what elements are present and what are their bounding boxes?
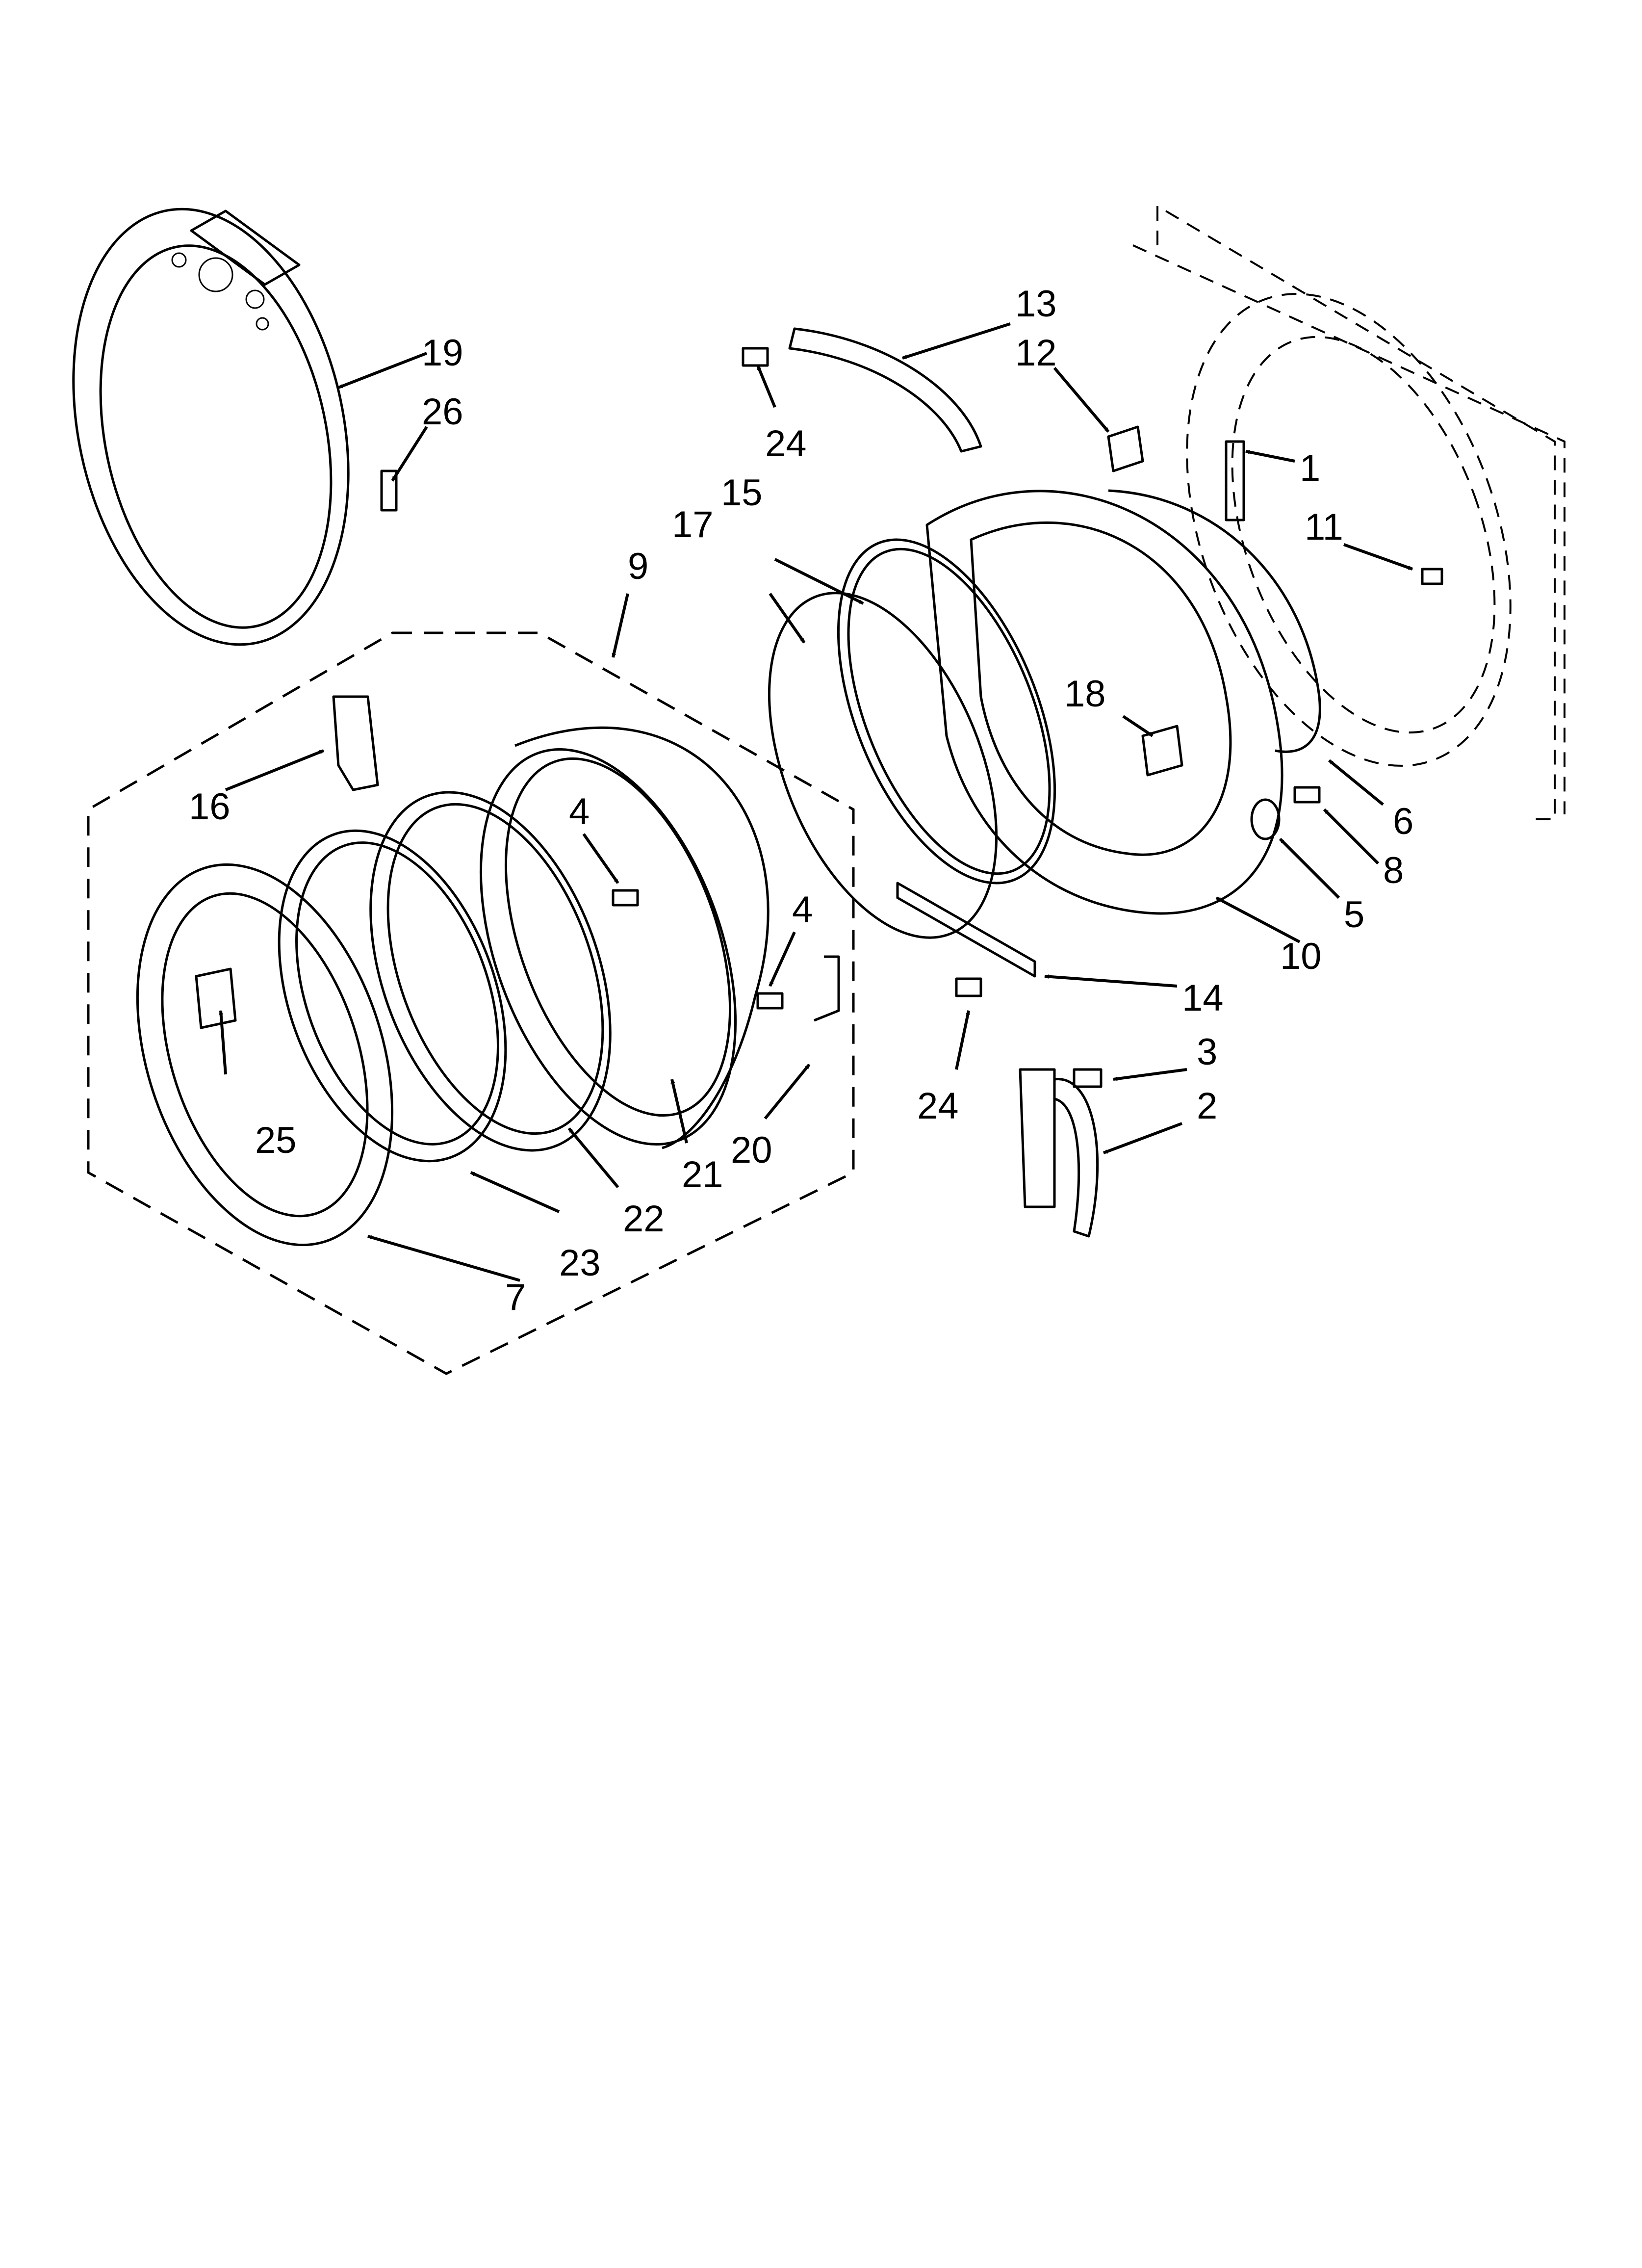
part-22-inner-ring — [369, 791, 612, 1152]
callout-16: 16 — [189, 786, 231, 828]
callout-18: 18 — [1064, 673, 1106, 715]
callout-14: 14 — [1182, 977, 1224, 1019]
part-24-screw-lower — [955, 977, 982, 997]
callout-10: 10 — [1280, 936, 1322, 977]
callout-labels: 19 26 9 16 4 4 25 7 23 22 21 20 17 15 13… — [189, 283, 1413, 1318]
callout-15: 15 — [721, 472, 763, 514]
callout-13: 13 — [1015, 283, 1057, 325]
callout-22: 22 — [623, 1198, 665, 1240]
part-11-screw — [1421, 568, 1443, 585]
part-9-assembly-boundary — [87, 631, 855, 1375]
callout-21: 21 — [682, 1154, 723, 1196]
part-25-label — [195, 967, 237, 1029]
callout-12: 12 — [1015, 332, 1057, 374]
callout-8: 8 — [1383, 850, 1404, 891]
part-12-bracket — [1107, 425, 1144, 472]
part-6-seal — [1108, 489, 1321, 753]
part-17-door-glass — [768, 592, 998, 939]
part-14-strip — [896, 882, 1036, 978]
part-19-bulkhead-ring — [72, 208, 350, 646]
callout-26: 26 — [422, 391, 463, 433]
part-13-strap — [788, 327, 982, 453]
callout-4-right: 4 — [792, 889, 813, 931]
part-26-clip — [380, 469, 398, 512]
part-7-door-trim — [136, 863, 394, 1247]
part-8-screw — [1293, 786, 1321, 804]
part-15-gasket — [837, 538, 1056, 885]
part-24-screw-upper — [742, 347, 769, 367]
callout-25: 25 — [255, 1120, 297, 1161]
part-4-screws — [612, 889, 784, 1010]
part-20-strike — [814, 955, 840, 1022]
callout-24-bottom: 24 — [917, 1085, 959, 1127]
part-21-outer-door-frame — [479, 726, 770, 1149]
part-2-latch — [1019, 1068, 1099, 1238]
callout-2: 2 — [1197, 1085, 1217, 1127]
callout-11: 11 — [1305, 506, 1343, 548]
callout-7: 7 — [505, 1277, 526, 1318]
leader-lines — [219, 322, 1413, 1282]
callout-3: 3 — [1197, 1031, 1217, 1073]
callout-19: 19 — [422, 332, 463, 374]
callout-17: 17 — [672, 504, 714, 546]
cabinet-outline — [1132, 204, 1565, 820]
callout-5: 5 — [1344, 894, 1364, 936]
callout-24-top: 24 — [765, 423, 807, 465]
part-1-bracket — [1225, 440, 1245, 521]
part-3-screw — [1073, 1068, 1103, 1088]
callout-20: 20 — [731, 1129, 772, 1171]
callout-1: 1 — [1300, 447, 1320, 489]
part-16-hinge-bracket — [332, 695, 379, 791]
callout-4-left: 4 — [569, 791, 590, 833]
part-23-glass-ring — [278, 829, 507, 1163]
part-18-bracket — [1141, 725, 1183, 777]
callout-6: 6 — [1393, 801, 1413, 842]
part-5-washer — [1250, 798, 1281, 840]
callout-9: 9 — [628, 546, 648, 587]
callout-23: 23 — [559, 1242, 601, 1284]
